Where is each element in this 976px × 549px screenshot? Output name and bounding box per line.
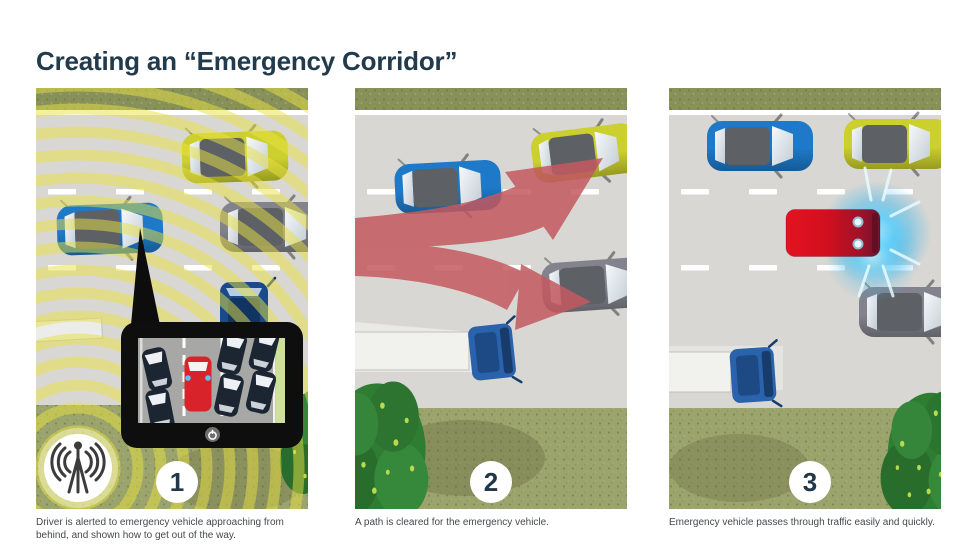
step-2-caption: A path is cleared for the emergency vehi…	[355, 517, 549, 528]
callout-pointer	[131, 228, 160, 325]
navigation-tablet	[121, 322, 303, 448]
step-3-badge: 3	[789, 461, 831, 503]
panel-3-scene	[669, 88, 941, 509]
truck	[355, 315, 523, 389]
emergency-vehicle	[785, 166, 932, 302]
path-arrows	[355, 158, 603, 330]
flashing-light-rays	[857, 166, 921, 298]
car-yellow	[842, 111, 941, 177]
truck	[669, 339, 783, 411]
panel-step-3: 3	[669, 88, 941, 509]
radio-tower-icon	[38, 428, 118, 508]
car-blue	[705, 113, 815, 179]
page-title: Creating an “Emergency Corridor”	[36, 46, 458, 76]
step-2-number: 2	[483, 466, 499, 497]
grass-strip	[355, 88, 627, 110]
mini-emergency-van	[184, 356, 212, 412]
panel-2-scene	[355, 88, 627, 509]
panel-step-1: 1	[36, 88, 308, 509]
red-arrow-up	[355, 158, 603, 250]
step-1-caption: Driver is alerted to emergency vehicle a…	[36, 517, 284, 542]
step-1-badge: 1	[156, 461, 198, 503]
flashing-lights	[852, 216, 864, 250]
panel-step-2: 2	[355, 88, 627, 509]
step-3-number: 3	[802, 466, 818, 497]
tablet-screen	[138, 338, 285, 423]
power-icon	[205, 427, 220, 442]
panel-1-scene	[36, 88, 308, 509]
step-2-badge: 2	[470, 461, 512, 503]
grass-strip	[669, 88, 941, 110]
step-3-caption: Emergency vehicle passes through traffic…	[669, 517, 935, 528]
red-arrow-down	[355, 240, 591, 330]
step-1-number: 1	[169, 466, 185, 497]
